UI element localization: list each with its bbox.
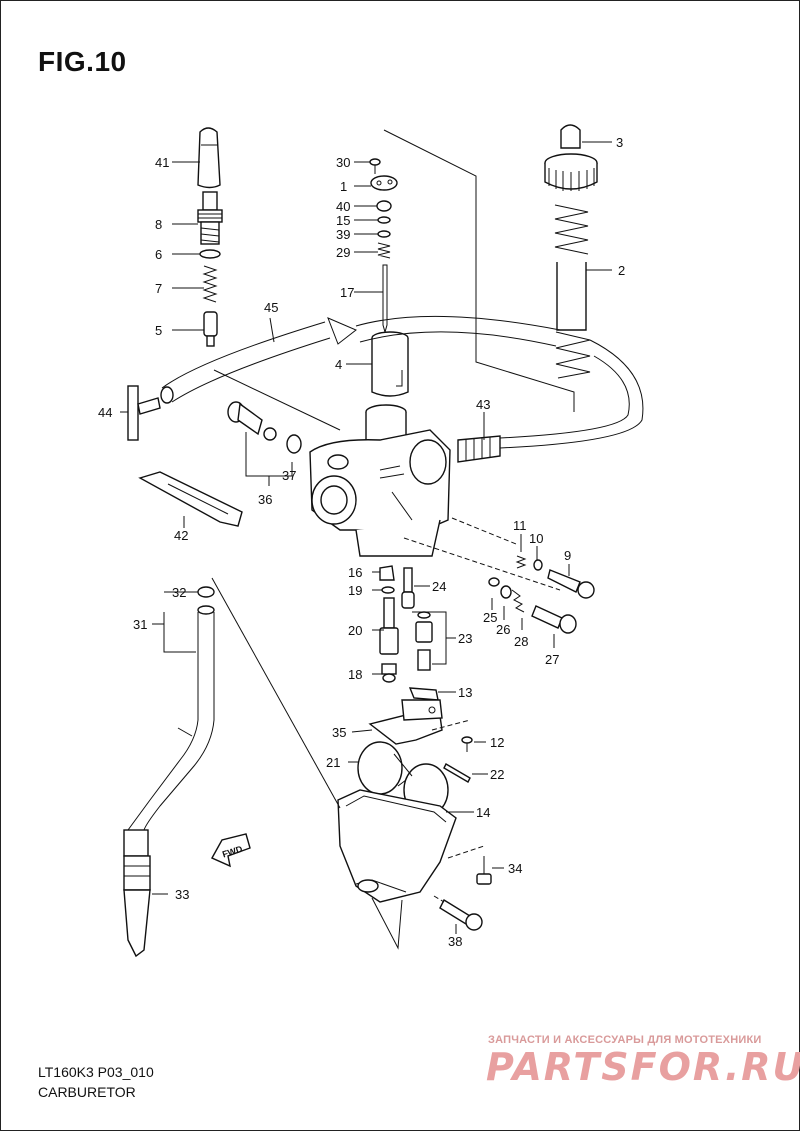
- callout-32: 32: [172, 585, 186, 600]
- callout-31: 31: [133, 617, 147, 632]
- part-16-needle-jet-holder: [379, 565, 395, 581]
- part-43-cable: [457, 339, 644, 463]
- callout-33: 33: [175, 887, 189, 902]
- section-name: CARBURETOR: [38, 1084, 136, 1100]
- callout-24: 24: [432, 579, 446, 594]
- part-19-o-ring: [381, 586, 395, 594]
- callout-45: 45: [264, 300, 278, 315]
- part-9-screw: [547, 569, 595, 599]
- part-5-plunger: [203, 311, 218, 347]
- watermark-logo: PARTSFOR.RU: [486, 1045, 800, 1089]
- callout-2: 2: [618, 263, 625, 278]
- callout-34: 34: [508, 861, 522, 876]
- callout-4: 4: [335, 357, 342, 372]
- callout-26: 26: [496, 622, 510, 637]
- part-3-cap: [560, 124, 581, 149]
- part-30-screw: [369, 158, 381, 174]
- part-1-plate: [370, 175, 398, 191]
- part-39-washer: [377, 230, 391, 238]
- callout-11: 11: [513, 518, 527, 533]
- callout-40: 40: [336, 199, 350, 214]
- callout-20: 20: [348, 623, 362, 638]
- fwd-arrow-icon: FWD: [211, 833, 251, 868]
- watermark-tagline: ЗАПЧАСТИ И АКСЕССУАРЫ ДЛЯ МОТОТЕХНИКИ: [488, 1034, 762, 1046]
- callout-23: 23: [458, 631, 472, 646]
- callout-21: 21: [326, 755, 340, 770]
- callout-1: 1: [340, 179, 347, 194]
- part-8-fitting: [197, 191, 223, 245]
- part-36-starter-valve: [227, 401, 277, 441]
- part-13-clamp: [408, 687, 439, 701]
- part-14-float-chamber: [337, 789, 457, 903]
- part-20-main-jet-holder: [379, 597, 399, 655]
- part-31-drain-tube: [127, 605, 215, 831]
- part-17-needle: [382, 264, 388, 334]
- callout-29: 29: [336, 245, 350, 260]
- callout-9: 9: [564, 548, 571, 563]
- part-10-washer: [533, 559, 543, 571]
- part-23-jet: [415, 611, 433, 671]
- callout-27: 27: [545, 652, 559, 667]
- part-32-clip: [197, 586, 215, 598]
- callout-25: 25: [483, 610, 497, 625]
- part-45-hose: [160, 315, 561, 404]
- callout-16: 16: [348, 565, 362, 580]
- part-15-clip: [377, 216, 391, 224]
- callout-42: 42: [174, 528, 188, 543]
- callout-19: 19: [348, 583, 362, 598]
- part-40-retainer: [376, 200, 392, 212]
- part-6-washer: [199, 249, 221, 259]
- callout-5: 5: [155, 323, 162, 338]
- callout-36: 36: [258, 492, 272, 507]
- part-42-bracket: [138, 471, 243, 527]
- callout-8: 8: [155, 217, 162, 232]
- callout-3: 3: [616, 135, 623, 150]
- callout-38: 38: [448, 934, 462, 949]
- part-27-pilot-screw: [531, 605, 577, 634]
- part-2-cable-boot: [544, 153, 598, 379]
- part-34-screw: [476, 856, 492, 885]
- model-code: LT160K3 P03_010: [38, 1064, 154, 1080]
- part-41-cap: [197, 127, 221, 189]
- part-28-spring: [511, 589, 525, 613]
- part-26-o-ring: [500, 585, 512, 599]
- carburetor-body: [309, 404, 451, 557]
- figure-title: FIG.10: [38, 46, 127, 77]
- callout-37: 37: [282, 468, 296, 483]
- callout-13: 13: [458, 685, 472, 700]
- callout-30: 30: [336, 155, 350, 170]
- callout-28: 28: [514, 634, 528, 649]
- callout-22: 22: [490, 767, 504, 782]
- part-18-main-jet: [381, 663, 397, 683]
- callout-35: 35: [332, 725, 346, 740]
- part-25-washer: [488, 577, 500, 587]
- callout-39: 39: [336, 227, 350, 242]
- part-29-spring: [377, 242, 391, 259]
- callout-18: 18: [348, 667, 362, 682]
- callout-6: 6: [155, 247, 162, 262]
- part-33-drain-plug: [123, 829, 151, 958]
- part-7-spring: [202, 265, 218, 303]
- callout-41: 41: [155, 155, 169, 170]
- callout-14: 14: [476, 805, 490, 820]
- part-35-plate: [368, 699, 443, 745]
- part-12-screw: [461, 736, 473, 752]
- callout-15: 15: [336, 213, 350, 228]
- part-38-drain-screw: [439, 899, 483, 931]
- part-22-pin: [443, 763, 471, 783]
- part-37-o-ring: [286, 434, 302, 454]
- callout-44: 44: [98, 405, 112, 420]
- part-24-jet: [401, 567, 415, 609]
- part-44-tee-fitting: [127, 385, 161, 441]
- leader-lines: [120, 129, 612, 950]
- callout-17: 17: [340, 285, 354, 300]
- part-4-throttle-valve: [371, 331, 409, 397]
- callout-10: 10: [529, 531, 543, 546]
- callout-labels: 41 8 6 7 5 30 1 40 15 39 29 17 4 3 2 45 …: [98, 135, 625, 949]
- callout-7: 7: [155, 281, 162, 296]
- callout-43: 43: [476, 397, 490, 412]
- callout-12: 12: [490, 735, 504, 750]
- part-11-spring: [515, 555, 527, 569]
